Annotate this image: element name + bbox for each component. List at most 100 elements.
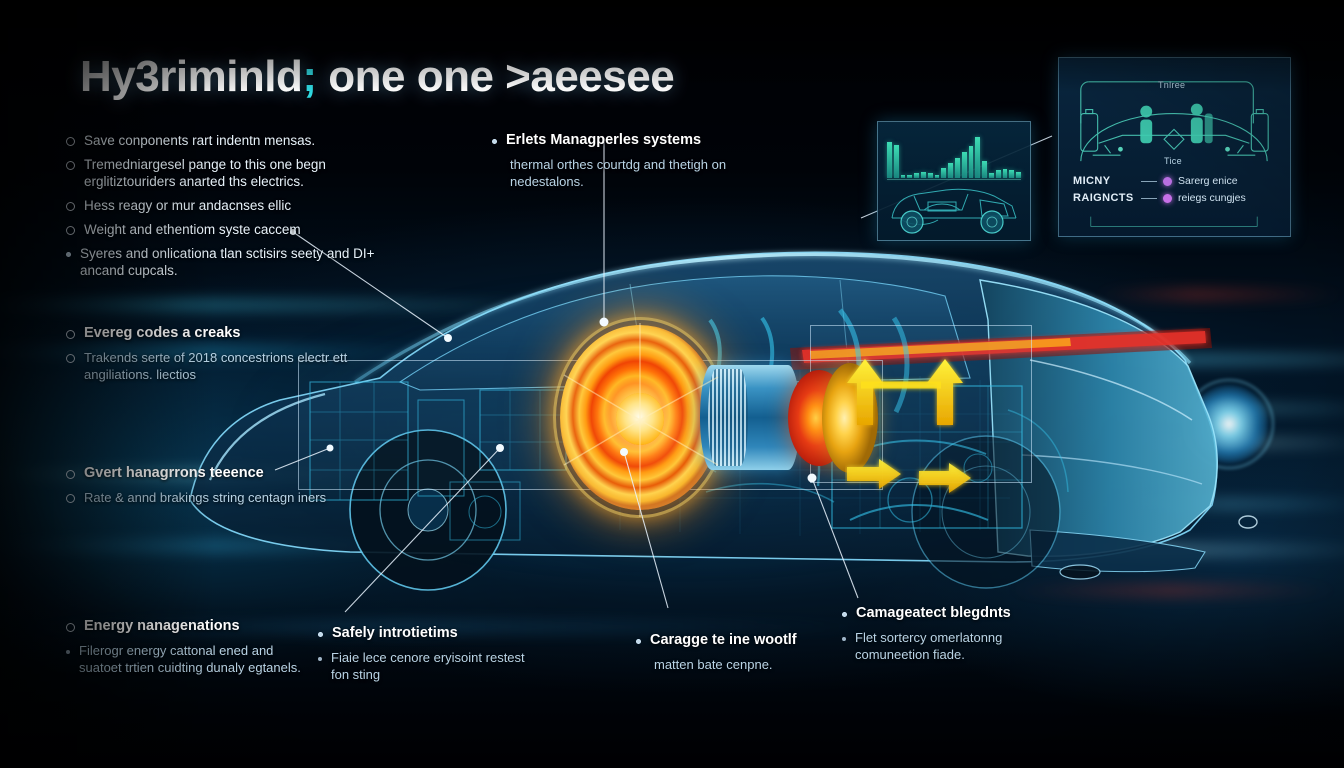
energy-flow-arrows [847,359,971,493]
bullet-dot-icon [842,637,846,641]
bar-16 [988,173,994,178]
bar-12 [961,151,967,178]
bar-11 [954,158,960,178]
bar-8 [934,174,940,178]
callout-bottom-components: Camageatect blegdnts Flet sortercy omerl… [842,605,1052,670]
electric-motor-assembly [520,285,878,545]
callout-low-left: Gvert hanagrrons teeence Rate & annd bra… [66,465,356,513]
bar-14 [975,136,981,178]
legend-dot-icon [1163,193,1172,203]
callout-top-mid: Erlets Managperles systems thermal orthe… [492,132,732,190]
list-item-text: Weight and ethentiom syste caccem [84,222,301,237]
bullet-circle-icon [66,354,75,363]
callout-heading: Energy nanagenations [84,618,240,634]
bullet-circle-icon [66,202,75,211]
bullet-dot-icon [842,612,847,617]
list-item: Tremedniargesel pange to this one begn e… [66,156,406,190]
bullet-dot-icon [66,252,71,257]
bar-19 [1009,169,1015,178]
mini-vehicle-schematic [891,188,1017,234]
bullet-circle-icon [66,137,75,146]
list-item: Fiaie lece cenore eryisoint restest fon … [318,649,538,683]
bullet-dot-icon [66,650,70,654]
title-part-2: one one >aeesee [316,52,675,101]
callout-bottom-safety: Safely introtietims Fiaie lece cenore er… [318,625,538,690]
bullet-circle-icon [66,161,75,170]
bar-20 [1016,172,1021,178]
schematic-legend: MICNY Sarerg enice RAIGNCTS reiegs cungj… [1073,175,1279,209]
title-accent: ; [302,52,317,101]
bar-3 [900,174,906,178]
list-item: Filerogr energy cattonal ened and suatoe… [66,642,316,676]
bullet-circle-icon [66,470,75,479]
legend-label: Sarerg enice [1178,175,1238,187]
callout-subtext: thermal orthes courtdg and thetigh on ne… [510,157,727,189]
schematic-top-label: Tnlree [1158,80,1186,90]
bar-15 [982,160,987,178]
list-item: Camageatect blegdnts [842,605,1052,622]
list-item: Erlets Managperles systems [492,132,732,149]
page-title: Hy3riminld; one one >aeesee [80,52,720,102]
bar-17 [995,169,1001,178]
callout-heading: Camageatect blegdnts [856,605,1011,621]
list-item: Syeres and onlicationa tlan sctisirs see… [66,245,406,279]
rotor-spokes [563,323,719,517]
bullet-circle-icon [66,226,75,235]
callout-subtext: Fiaie lece cenore eryisoint restest fon … [331,650,525,682]
bar-5 [914,172,919,178]
bar-2 [893,144,899,178]
inset-panel-schematic: Tnlree Tice MICNY Sarerg enice RAIGNCTS … [1058,57,1291,237]
bar-1 [887,142,892,178]
callout-heading: Safely introtietims [332,625,458,641]
legend-key: RAIGNCTS [1073,192,1134,204]
list-item: Weight and ethentiom syste caccem [66,221,406,238]
list-item: Hess reagy or mur andacnses ellic [66,197,406,214]
bullet-dot-icon [636,639,641,644]
callout-bottom-energy: Energy nanagenations Filerogr energy cat… [66,618,316,683]
schematic-center-label: Tice [1164,156,1182,166]
list-item: Safely introtietims [318,625,538,642]
legend-dash-icon [1141,197,1157,199]
inset-panel-chart [877,121,1031,241]
bullet-circle-icon [66,330,75,339]
list-item: Energy nanagenations [66,618,316,635]
callout-heading: Evereg codes a creaks [84,325,241,341]
bar-9 [941,167,947,178]
bar-7 [927,173,933,178]
legend-row: RAIGNCTS reiegs cungjes [1073,192,1279,204]
bar-4 [907,175,913,178]
callout-subtext: Trakends serte of 2018 concestrions elec… [84,350,348,382]
callout-heading: Caragge te ine wootlf [650,632,797,648]
legend-dot-icon [1163,176,1172,186]
callout-mid-left: Evereg codes a creaks Trakends serte of … [66,325,366,390]
bar-6 [920,172,926,178]
callout-bottom-charge: Caragge te ine wootlf matten bate cenpne… [636,632,836,673]
list-item-text: Save conponents rart indentn mensas. [84,133,316,148]
callout-subtext: Flet sortercy omerlatonng comuneetion fi… [855,630,1003,662]
bullet-circle-icon [66,623,75,632]
bullet-dot-icon [492,139,497,144]
bar-18 [1002,168,1008,178]
callout-subtext: Rate & annd brakings string centagn iner… [84,490,327,505]
callout-top-left: Save conponents rart indentn mensas. Tre… [66,132,406,286]
callout-heading: Gvert hanagrrons teeence [84,465,264,481]
legend-dash-icon [1141,180,1157,182]
list-item-text: Tremedniargesel pange to this one begn e… [84,157,326,189]
bar-10 [948,163,953,178]
callout-heading: Erlets Managperles systems [506,132,702,148]
title-part-1: Hy3riminld [80,52,303,101]
list-item: Flet sortercy omerlatonng comuneetion fi… [842,629,1052,663]
legend-label: reiegs cungjes [1178,192,1246,204]
callout-subtext: Filerogr energy cattonal ened and suatoe… [79,643,301,675]
list-item: Save conponents rart indentn mensas. [66,132,406,149]
list-item: Caragge te ine wootlf [636,632,836,649]
bullet-dot-icon [318,657,322,661]
list-item: Rate & annd brakings string centagn iner… [66,489,356,506]
list-item: Gvert hanagrrons teeence [66,465,356,482]
list-item-text: Hess reagy or mur andacnses ellic [84,198,292,213]
bullet-dot-icon [318,632,323,637]
list-item: Evereg codes a creaks [66,325,366,342]
legend-key: MICNY [1073,175,1111,187]
legend-row: MICNY Sarerg enice [1073,175,1279,187]
list-item: Trakends serte of 2018 concestrions elec… [66,349,366,383]
